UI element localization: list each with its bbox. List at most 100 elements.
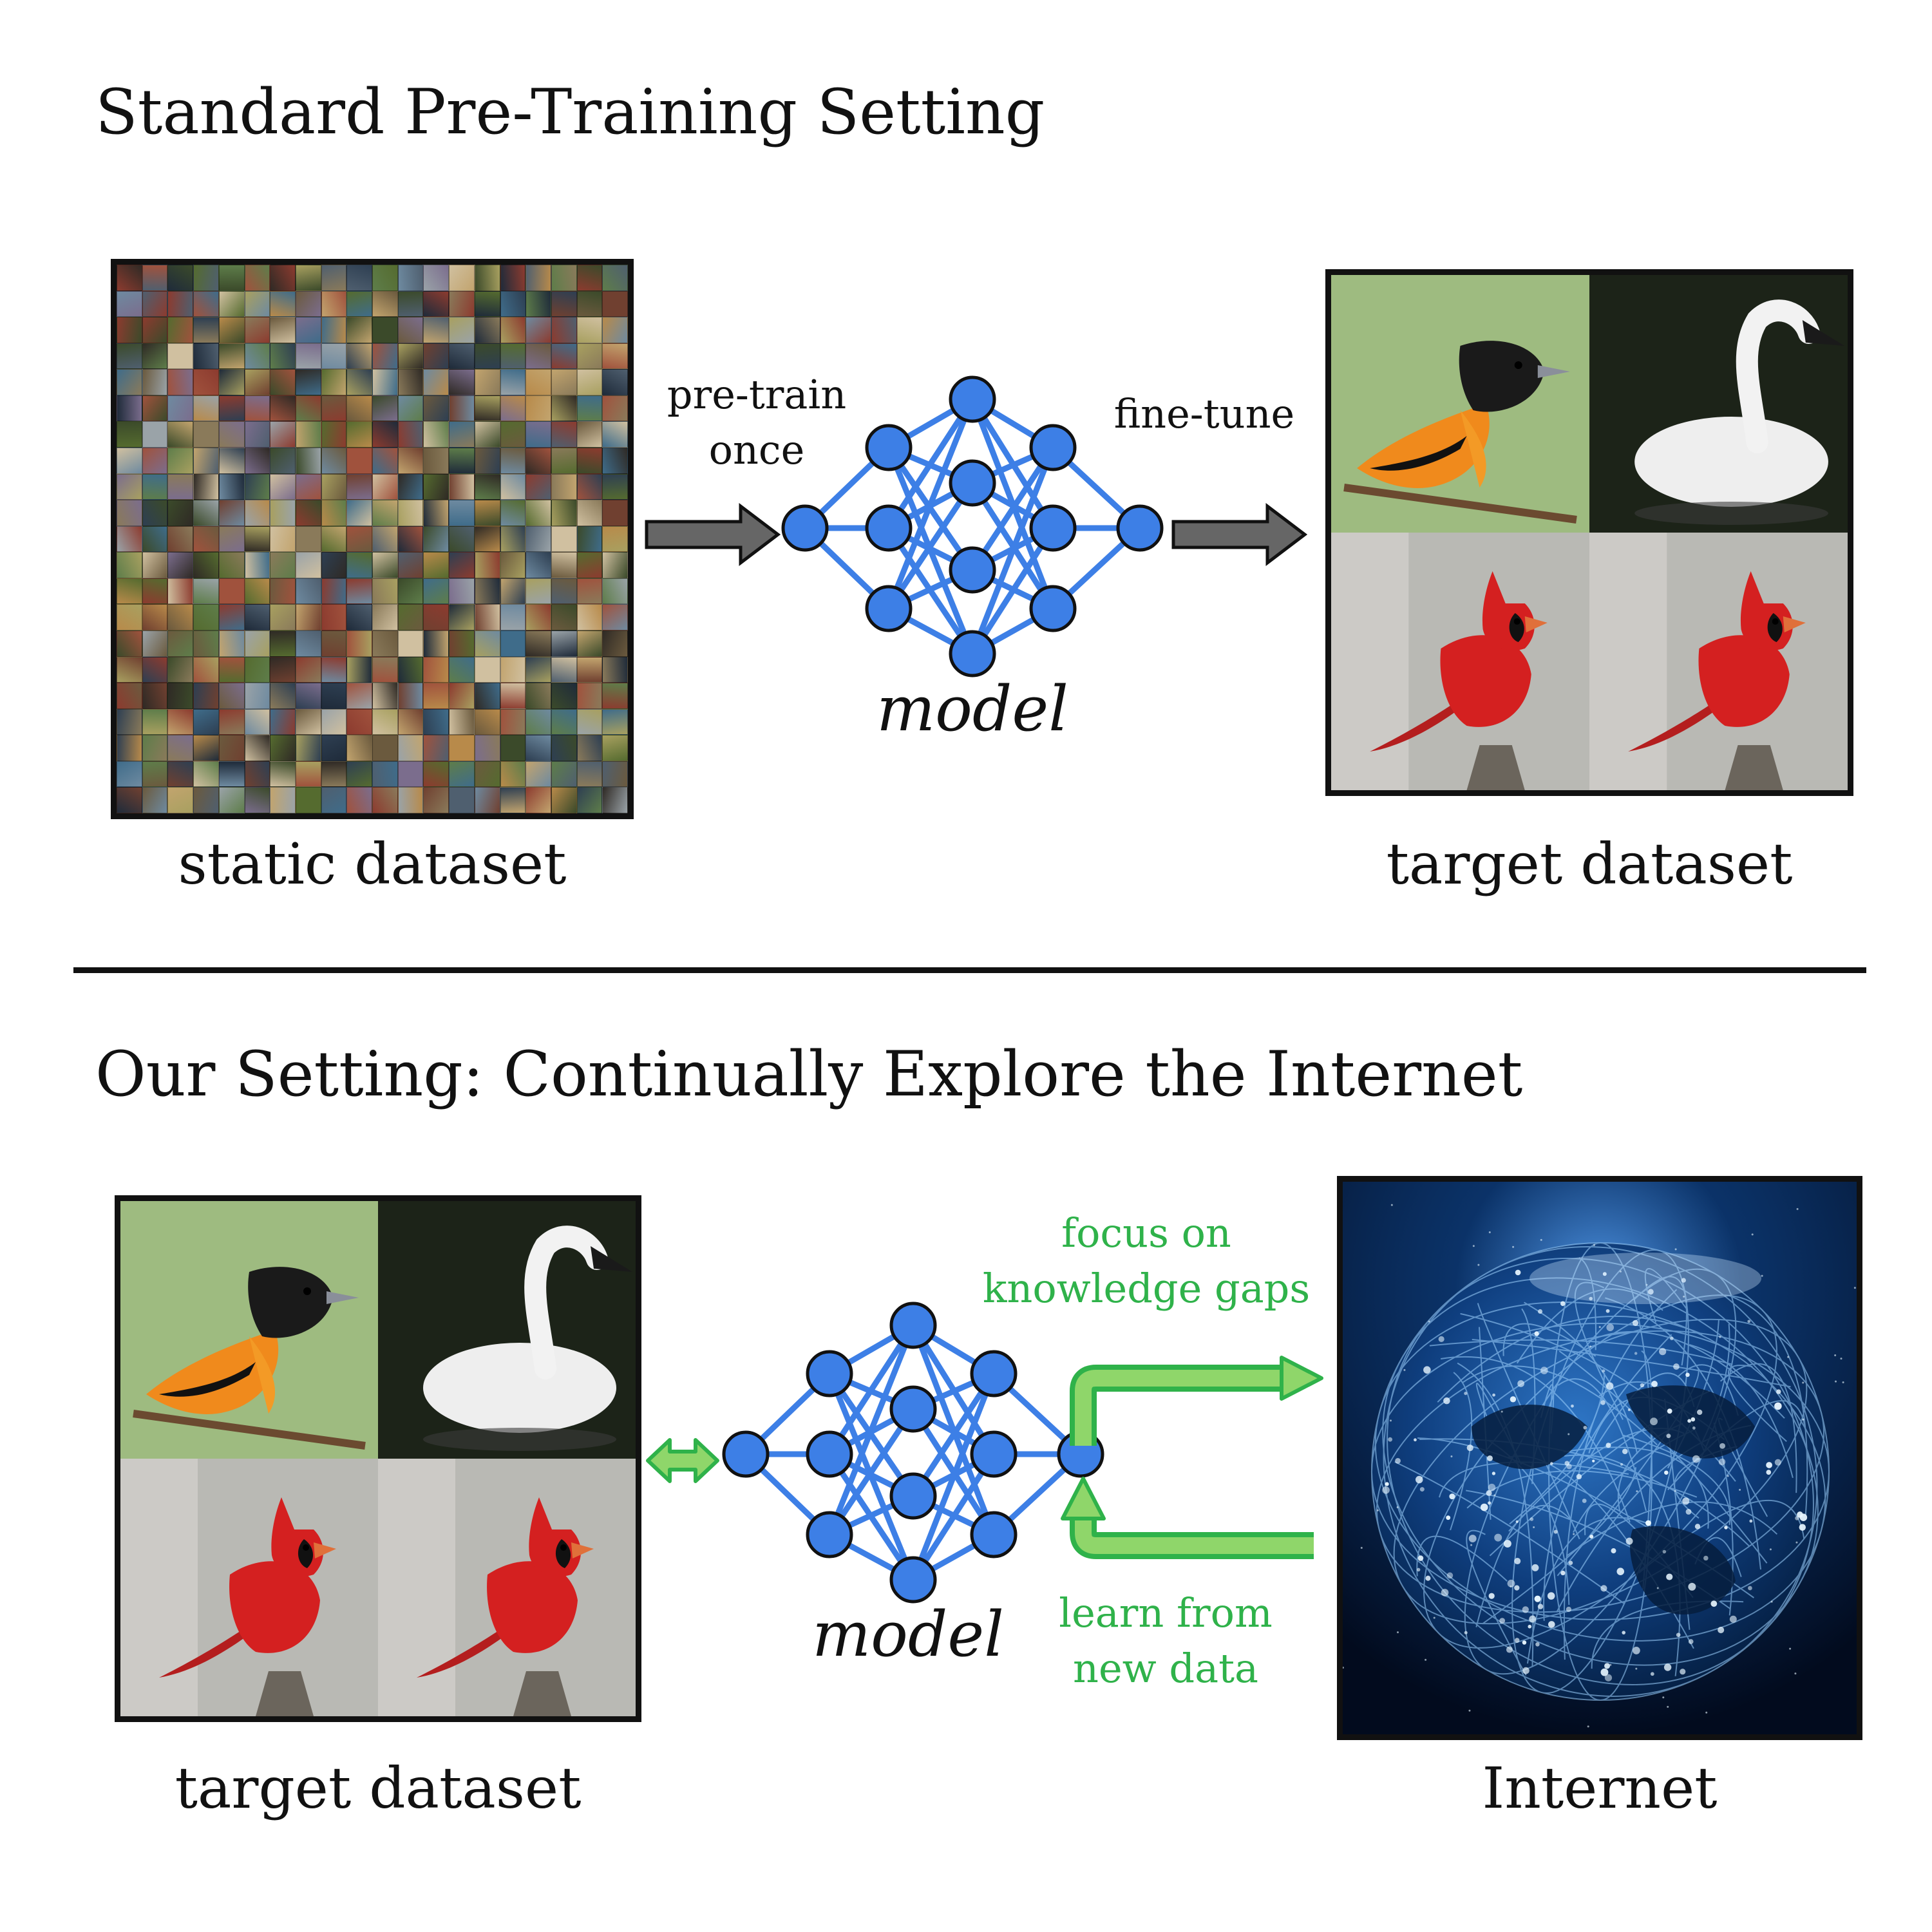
mosaic-tile [500,290,526,317]
network-edge [911,1372,996,1498]
mosaic-tile [526,448,551,474]
explore-arrow [1070,1356,1323,1446]
network-node [722,1430,770,1478]
mosaic-tile [526,578,551,605]
bottom-target-dataset-caption: target dataset [175,1755,582,1821]
mosaic-tile [346,421,372,448]
mosaic-tile [270,683,296,709]
mosaic-tile [423,448,450,474]
mosaic-tile [142,787,168,813]
mosaic-tile [244,473,270,500]
mosaic-tile [193,500,219,526]
mosaic-tile [167,421,194,448]
mosaic-tile [526,395,551,422]
mosaic-tile [602,526,628,553]
mosaic-tile [474,265,500,291]
mosaic-tile [142,526,168,553]
mosaic-tile [218,317,245,343]
mosaic-tile [449,578,475,605]
mosaic-tile [551,656,577,683]
mosaic-tile [295,735,321,761]
internet-image [1337,1176,1862,1740]
mosaic-tile [576,761,603,788]
mosaic-tile [218,656,245,683]
mosaic-tile [321,265,347,291]
mosaic-tile [474,683,500,709]
mosaic-tile [423,578,450,605]
mosaic-tile [372,500,398,526]
mosaic-tile [423,552,450,578]
mosaic-tile [167,787,194,813]
network-node [949,459,996,507]
mosaic-tile [193,735,219,761]
mosaic-tile [142,473,168,500]
mosaic-tile [142,630,168,657]
mosaic-tile [295,448,321,474]
mosaic-tile [449,421,475,448]
mosaic-tile [321,552,347,578]
mosaic-tile [270,735,296,761]
mosaic-tile [167,683,194,709]
mosaic-tile [449,369,475,395]
mosaic-tile [397,604,424,630]
mosaic-tile [423,761,450,788]
mosaic-tile [372,656,398,683]
mosaic-tile [167,735,194,761]
mosaic-tile [397,683,424,709]
mosaic-tile [142,395,168,422]
mosaic-tile [500,552,526,578]
mosaic-tile [270,343,296,370]
mosaic-tile [576,369,603,395]
mosaic-tile [167,343,194,370]
mosaic-tile [193,290,219,317]
mosaic-tile [142,421,168,448]
mosaic-tile [602,317,628,343]
mosaic-tile [423,473,450,500]
mosaic-tile [474,421,500,448]
mosaic-tile [244,500,270,526]
mosaic-tile [270,761,296,788]
mosaic-tile [576,735,603,761]
mosaic-tile [193,604,219,630]
static-dataset-image [111,259,634,819]
mosaic-tile [295,473,321,500]
mosaic-tile [270,448,296,474]
mosaic-tile [346,317,372,343]
mosaic-tile [423,656,450,683]
mosaic-tile [117,604,142,630]
mosaic-tile [423,317,450,343]
mosaic-tile [500,473,526,500]
mosaic-tile [295,317,321,343]
mosaic-tile [474,787,500,813]
mosaic-tile [526,683,551,709]
network-edge [970,526,1056,656]
mosaic-tile [117,735,142,761]
mosaic-tile [218,421,245,448]
mosaic-tile [218,761,245,788]
mosaic-tile [526,421,551,448]
mosaic-tile [474,500,500,526]
blue-jay-photo [120,1459,378,1716]
mosaic-tile [372,265,398,291]
mosaic-tile [244,683,270,709]
mosaic-tile [346,656,372,683]
network-edge [827,1323,916,1456]
mosaic-tile [397,630,424,657]
mosaic-tile [270,473,296,500]
blue-jay-photo [1331,533,1589,790]
mosaic-tile [244,761,270,788]
mosaic-tile [270,787,296,813]
mosaic-tile [602,395,628,422]
mosaic-tile [576,578,603,605]
mosaic-tile [117,395,142,422]
cardinal-photo [378,1459,636,1716]
mosaic-tile [526,656,551,683]
network-node [889,1302,937,1349]
network-edge [827,1407,916,1537]
mosaic-tile [551,265,577,291]
mosaic-tile [346,683,372,709]
mosaic-tile [500,630,526,657]
mosaic-tile [397,526,424,553]
mosaic-tile [602,604,628,630]
mosaic-tile [218,265,245,291]
